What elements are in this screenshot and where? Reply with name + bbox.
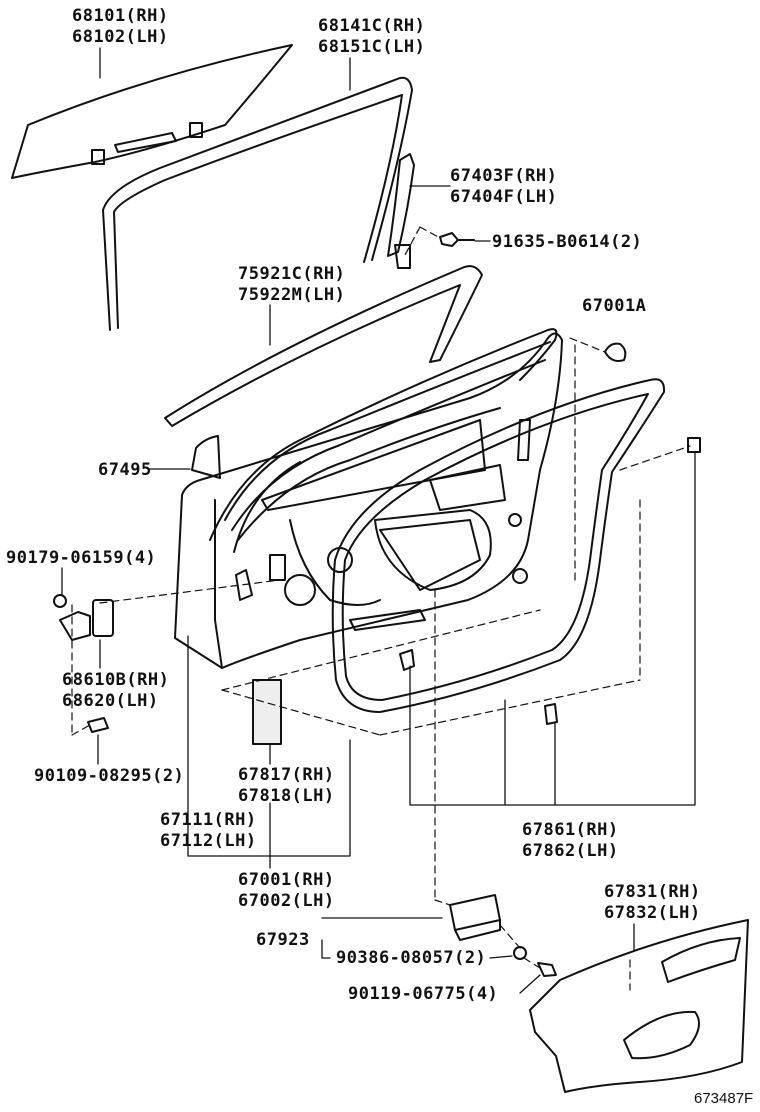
door-shell: [174, 332, 563, 669]
label-weatherstrip-front-lh: 67112(LH): [160, 831, 257, 851]
label-weatherstrip-front-rh: 67111(RH): [160, 810, 257, 830]
label-check-rh: 68610B(RH): [62, 670, 170, 690]
label-belt-moulding-rh: 75921C(RH): [238, 264, 346, 284]
label-glass-lh: 68102(LH): [72, 27, 169, 47]
diagram-code: 673487F: [694, 1090, 754, 1107]
clip-67001a: [604, 342, 627, 362]
bolt-90109: [87, 717, 109, 733]
label-division-bolt: 91635-B0614(2): [492, 232, 643, 252]
belt-moulding: [164, 265, 483, 427]
weatherstrip-rear: [331, 378, 666, 713]
label-clip-67001a: 67001A: [582, 296, 647, 316]
screw-90119: [537, 962, 557, 977]
run-channel: [102, 76, 413, 331]
door-glass: [11, 44, 293, 179]
screw-90386: [513, 946, 527, 960]
label-trim-rh: 67831(RH): [604, 882, 701, 902]
label-screw-90386: 90386-08057(2): [336, 948, 487, 968]
door-check: [53, 594, 114, 641]
weatherstrip-front: [209, 328, 558, 553]
label-weatherstrip-rear-lh: 67862(LH): [522, 841, 619, 861]
label-bracket-67923: 67923: [256, 930, 310, 950]
door-trim: [529, 919, 749, 1093]
label-sheet-lh: 67818(LH): [238, 786, 335, 806]
label-bolt-90179: 90179-06159(4): [6, 548, 157, 568]
label-bolt-90109: 90109-08295(2): [34, 766, 185, 786]
label-check-lh: 68620(LH): [62, 691, 159, 711]
label-trim-lh: 67832(LH): [604, 903, 701, 923]
label-weatherstrip-rear-rh: 67861(RH): [522, 820, 619, 840]
label-run-channel-lh: 68151C(LH): [318, 37, 426, 57]
panel-67495: [191, 435, 221, 479]
label-run-channel-rh: 68141C(RH): [318, 16, 426, 36]
label-division-bar-rh: 67403F(RH): [450, 166, 558, 186]
label-door-panel-rh: 67001(RH): [238, 870, 335, 890]
clip-bottom: [399, 649, 558, 725]
label-sheet-rh: 67817(RH): [238, 765, 335, 785]
bracket-67923: [449, 894, 501, 941]
label-belt-moulding-lh: 75922M(LH): [238, 285, 346, 305]
label-panel-67495: 67495: [98, 460, 152, 480]
label-screw-90119: 90119-06775(4): [348, 984, 499, 1004]
dashed-guide-lines: [71, 226, 691, 991]
sheet-67817: [252, 679, 282, 745]
label-door-panel-lh: 67002(LH): [238, 891, 335, 911]
division-bolt: [439, 232, 475, 247]
label-glass-rh: 68101(RH): [72, 6, 169, 26]
weatherstrip-clip: [687, 437, 701, 453]
label-division-bar-lh: 67404F(LH): [450, 187, 558, 207]
division-bar: [387, 153, 415, 269]
leader-lines: [61, 47, 696, 994]
